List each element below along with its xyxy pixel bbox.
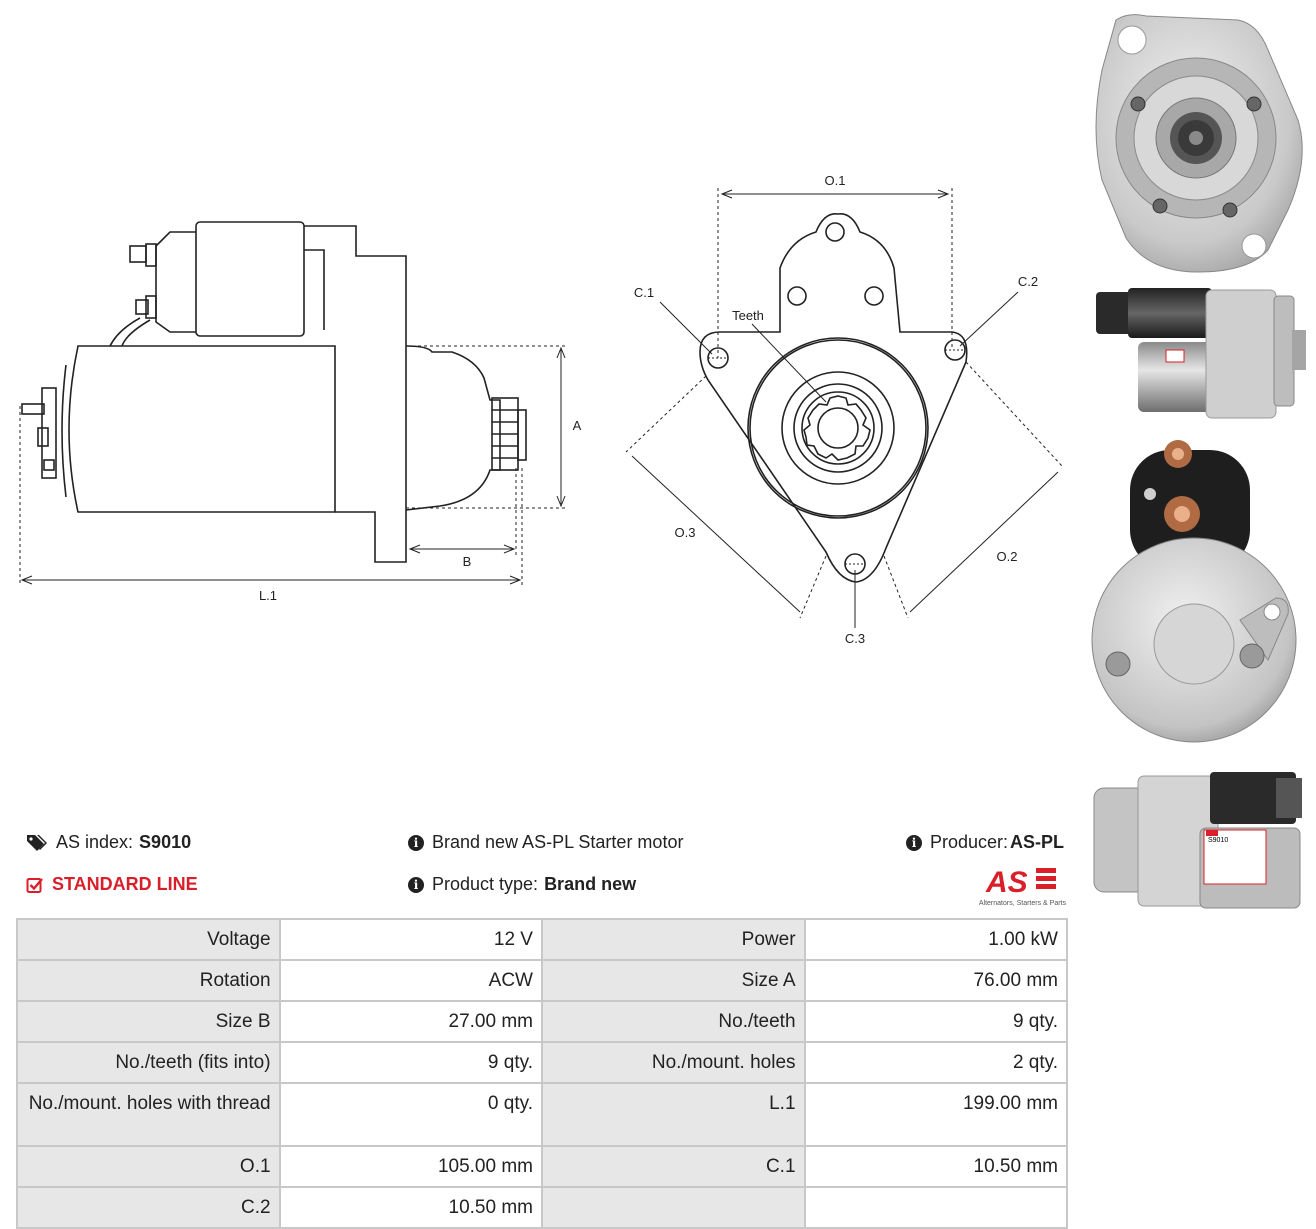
dim-label-l1: L.1 — [259, 588, 277, 603]
dim-label-o2: O.2 — [997, 549, 1018, 564]
product-photo-side — [1096, 288, 1306, 419]
producer-label: Producer: — [930, 832, 1009, 852]
spec-key: Power — [542, 920, 804, 959]
spec-key: C.2 — [18, 1188, 279, 1227]
product-photo-label-side: S9010 — [1093, 772, 1302, 909]
spec-key: Size B — [18, 1002, 279, 1041]
info-icon: i — [408, 876, 424, 893]
info-icon: i — [906, 834, 922, 851]
dim-label-a: A — [573, 418, 582, 433]
dim-label-teeth: Teeth — [732, 308, 764, 323]
spec-key: No./teeth — [542, 1002, 804, 1041]
product-type-row: i Product type: Brand new — [408, 874, 636, 895]
spec-value: ACW — [280, 961, 541, 1000]
standard-line-label: STANDARD LINE — [52, 874, 198, 894]
photo-label-text: S9010 — [1208, 837, 1228, 844]
brand-new-row: i Brand new AS-PL Starter motor — [408, 832, 683, 853]
as-pl-logo: AS Alternators, Starters & Parts — [979, 866, 1067, 907]
spec-value — [805, 1188, 1066, 1227]
tags-icon — [27, 834, 47, 851]
side-view-outline — [21, 221, 527, 563]
side-dimension-lines — [19, 345, 566, 586]
spec-key: No./mount. holes with thread — [18, 1084, 279, 1145]
brand-new-text: Brand new AS-PL Starter motor — [432, 832, 684, 852]
spec-value: 105.00 mm — [280, 1147, 541, 1186]
spec-key: Size A — [542, 961, 804, 1000]
product-photo-front — [1095, 14, 1303, 273]
dim-label-o3: O.3 — [675, 525, 696, 540]
front-view-drawing: O.1 O.2 O.3 C.1 C.2 C.3 Teeth — [625, 173, 1063, 646]
spec-key: L.1 — [542, 1084, 804, 1145]
producer-value: AS-PL — [1010, 832, 1065, 852]
as-index-label: AS index: — [56, 832, 134, 852]
spec-value: 0 qty. — [280, 1084, 541, 1145]
spec-value: 76.00 mm — [805, 961, 1066, 1000]
logo-tagline: Alternators, Starters & Parts — [979, 900, 1067, 907]
spec-key: Voltage — [18, 920, 279, 959]
producer-row: i Producer: AS-PL — [906, 832, 1064, 853]
spec-key: No./mount. holes — [542, 1043, 804, 1082]
spec-value: 27.00 mm — [280, 1002, 541, 1041]
spec-value: 1.00 kW — [805, 920, 1066, 959]
spec-key: O.1 — [18, 1147, 279, 1186]
dim-label-b: B — [463, 554, 472, 569]
logo-text: AS — [985, 866, 1028, 899]
product-type-label: Product type: — [432, 874, 539, 894]
dim-label-o1: O.1 — [825, 173, 846, 188]
dim-label-c1: C.1 — [634, 285, 654, 300]
spec-key: No./teeth (fits into) — [18, 1043, 279, 1082]
as-index-value: S9010 — [139, 832, 192, 852]
side-view-drawing: A B L.1 — [19, 221, 582, 603]
spec-value: 199.00 mm — [805, 1084, 1066, 1145]
info-icon: i — [408, 834, 424, 851]
spec-value: 9 qty. — [280, 1043, 541, 1082]
standard-line-row: STANDARD LINE — [26, 874, 198, 895]
spec-key: C.1 — [542, 1147, 804, 1186]
dim-label-c3: C.3 — [845, 631, 865, 646]
spec-value: 12 V — [280, 920, 541, 959]
spec-value: 10.50 mm — [805, 1147, 1066, 1186]
front-view-outline — [699, 213, 968, 583]
checkbox-checked-icon — [26, 877, 43, 893]
spec-key: Rotation — [18, 961, 279, 1000]
product-type-value: Brand new — [544, 874, 637, 894]
spec-key — [542, 1188, 804, 1227]
dim-label-c2: C.2 — [1018, 274, 1038, 289]
spec-value: 10.50 mm — [280, 1188, 541, 1227]
table-row: No./teeth (fits into)9 qty.No./mount. ho… — [18, 1043, 1066, 1082]
front-dimension-lines — [625, 188, 1063, 628]
product-photo-rear — [1091, 440, 1297, 743]
spec-value: 9 qty. — [805, 1002, 1066, 1041]
as-index-row: AS index: S9010 — [26, 832, 191, 853]
spec-value: 2 qty. — [805, 1043, 1066, 1082]
